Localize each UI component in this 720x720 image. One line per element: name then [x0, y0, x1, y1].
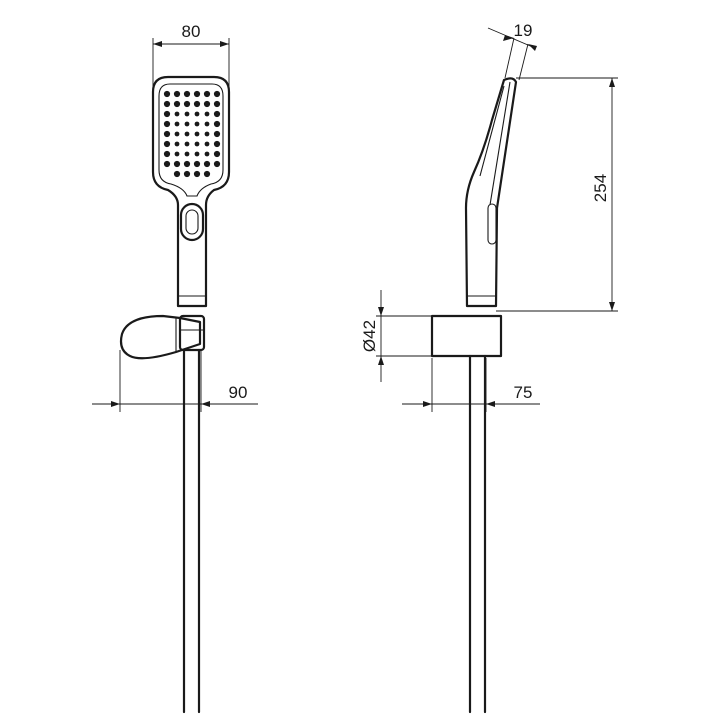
dim-label-head-width: 80 [182, 22, 201, 41]
nozzle-dot [213, 90, 221, 98]
nozzle-dot [184, 131, 190, 137]
dim-head-height: 254 [496, 77, 618, 312]
nozzle-dot [173, 170, 181, 178]
nozzle-dot [203, 170, 211, 178]
nozzle-dot [193, 160, 201, 168]
nozzle-dot [213, 150, 221, 158]
nozzle-dot [174, 131, 180, 137]
nozzle-dot [213, 130, 221, 138]
nozzle-dot [213, 140, 221, 148]
nozzle-dot [213, 100, 221, 108]
nozzle-dot [194, 121, 200, 127]
nozzle-dot [163, 110, 171, 118]
nozzle-dot [184, 141, 190, 147]
nozzle-dot [183, 160, 191, 168]
shower-hose-side [468, 354, 487, 714]
nozzle-dot [163, 150, 171, 158]
dim-holder-projection-front: 90 [92, 350, 258, 412]
nozzle-dot [204, 121, 210, 127]
side-button [487, 203, 497, 245]
nozzle-dot [174, 121, 180, 127]
dim-head-depth: 19 [487, 21, 537, 81]
nozzle-dot [204, 111, 210, 117]
nozzle-dot [194, 111, 200, 117]
wall-holder [119, 314, 202, 360]
shower-hose-front [182, 348, 201, 714]
spray-button-inner [185, 209, 199, 235]
nozzle-dot [173, 90, 181, 98]
nozzle-dot [213, 160, 221, 168]
nozzle-dot [213, 120, 221, 128]
dim-holder-projection-side: 75 [402, 358, 540, 412]
dim-holder-diameter: Ø42 [360, 290, 432, 382]
dim-label-head-depth: 19 [514, 21, 533, 40]
nozzle-dot [163, 130, 171, 138]
nozzle-dot [203, 90, 211, 98]
nozzle-dot [193, 90, 201, 98]
shower-head-side-outline [464, 77, 518, 308]
nozzle-dot [194, 141, 200, 147]
front-view: 80 90 [92, 22, 258, 714]
holder-clamp [178, 314, 206, 352]
nozzle-dot [174, 141, 180, 147]
nozzle-dot [163, 90, 171, 98]
dim-label-head-height: 254 [591, 174, 610, 202]
dim-label-holder-diameter: Ø42 [360, 320, 379, 352]
shower-head-outline [151, 75, 231, 308]
dim-head-width: 80 [152, 22, 230, 92]
nozzle-dot [204, 141, 210, 147]
nozzle-dot [183, 90, 191, 98]
nozzle-dot [213, 110, 221, 118]
spray-nozzles [163, 90, 221, 178]
dim-label-holder-side: 75 [514, 383, 533, 402]
nozzle-dot [194, 131, 200, 137]
nozzle-dot [173, 100, 181, 108]
nozzle-dot [203, 100, 211, 108]
shower-head-face [158, 83, 224, 197]
nozzle-dot [193, 170, 201, 178]
nozzle-dot [163, 140, 171, 148]
nozzle-dot [184, 151, 190, 157]
nozzle-dot [204, 131, 210, 137]
nozzle-dot [183, 170, 191, 178]
nozzle-dot [184, 121, 190, 127]
nozzle-dot [183, 100, 191, 108]
nozzle-dot [194, 151, 200, 157]
nozzle-dot [193, 100, 201, 108]
nozzle-dot [204, 151, 210, 157]
nozzle-dot [163, 120, 171, 128]
spray-button [179, 202, 205, 242]
dim-label-holder-front: 90 [229, 383, 248, 402]
nozzle-dot [203, 160, 211, 168]
side-view: 19 254 Ø42 [360, 21, 618, 714]
nozzle-dot [173, 160, 181, 168]
nozzle-dot [163, 100, 171, 108]
wall-holder-side [430, 314, 503, 358]
nozzle-dot [174, 111, 180, 117]
nozzle-dot [174, 151, 180, 157]
nozzle-dot [163, 160, 171, 168]
nozzle-dot [184, 111, 190, 117]
